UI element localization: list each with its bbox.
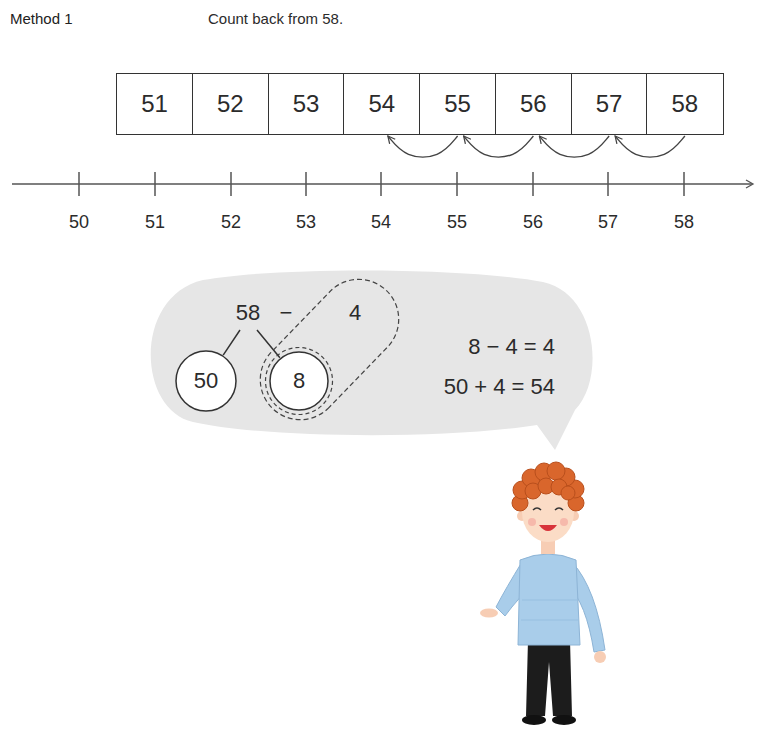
instruction-text: Count back from 58. (208, 10, 343, 27)
box-number: 56 (520, 90, 547, 118)
box-number: 53 (293, 90, 320, 118)
figure-part (539, 525, 557, 531)
circle-outline (270, 352, 328, 410)
part-circle: 8 (269, 351, 329, 411)
figure-part (552, 715, 576, 725)
figure-part (480, 609, 498, 618)
figure-part (594, 651, 606, 663)
figure-part (683, 172, 685, 196)
number-line-label: 54 (351, 212, 411, 233)
figure-part (532, 172, 534, 196)
equation-text: 50 + 4 = 54 (444, 374, 555, 400)
dashed-oval (255, 282, 405, 427)
part-circle: 50 (175, 350, 237, 412)
number-box: 58 (646, 73, 723, 135)
number-line-label: 53 (276, 212, 336, 233)
figure-part (78, 172, 80, 196)
number-box: 54 (343, 73, 420, 135)
figure-part (607, 172, 609, 196)
figure-part (230, 172, 232, 196)
speech-bubble: 508458−8 − 4 = 450 + 4 = 54 (143, 272, 595, 432)
figure-part (521, 600, 579, 620)
figure-part (305, 172, 307, 196)
box-number: 55 (444, 90, 471, 118)
figure-part (518, 554, 580, 645)
number-line-label: 56 (503, 212, 563, 233)
part-number: 8 (293, 368, 305, 394)
number-box: 51 (116, 73, 193, 135)
figure-part (533, 508, 563, 510)
box-number: 58 (672, 90, 699, 118)
figure-part (522, 715, 546, 725)
number-line-axis (12, 183, 752, 185)
part-number: 4 (340, 300, 370, 326)
part-number: 50 (194, 368, 218, 394)
number-box: 55 (419, 73, 496, 135)
box-number: 54 (369, 90, 396, 118)
circle-outline (176, 351, 236, 411)
number-line-label: 51 (125, 212, 185, 233)
count-back-arrow (539, 136, 609, 157)
dashed-outline (260, 279, 398, 419)
count-back-arrow (388, 136, 458, 157)
axis-arrow (746, 180, 753, 188)
number-line-label: 58 (654, 212, 714, 233)
count-back-arrow (464, 136, 534, 157)
figure-part (154, 172, 156, 196)
figure-part (560, 518, 568, 526)
method-heading: Method 1 (10, 10, 73, 27)
equation-text: 8 − 4 = 4 (468, 334, 555, 360)
number-box: 56 (495, 73, 572, 135)
subtraction-term: − (271, 300, 301, 326)
figure-part (526, 640, 572, 716)
tick-marks (79, 172, 684, 196)
boy-figure (480, 462, 606, 725)
box-number: 51 (141, 90, 168, 118)
number-box: 52 (192, 73, 269, 135)
box-number: 52 (217, 90, 244, 118)
subtraction-term: 58 (218, 300, 278, 326)
number-box: 57 (571, 73, 648, 135)
bubble-fill (151, 270, 593, 450)
number-line-label: 55 (427, 212, 487, 233)
number-line-label: 52 (201, 212, 261, 233)
figure-part (528, 518, 536, 526)
number-line-label: 57 (578, 212, 638, 233)
part-whole-line (223, 330, 280, 358)
figure-part (380, 172, 382, 196)
number-box: 53 (268, 73, 345, 135)
figure-part (547, 462, 565, 480)
figure-part (512, 462, 584, 511)
count-back-arrow (615, 136, 685, 157)
dashed-group: 84 (255, 282, 405, 427)
figure-part (561, 486, 575, 500)
number-line (12, 172, 753, 196)
box-number: 57 (596, 90, 623, 118)
dashed-ring (266, 348, 333, 415)
number-line-label: 50 (49, 212, 109, 233)
figure-part (456, 172, 458, 196)
